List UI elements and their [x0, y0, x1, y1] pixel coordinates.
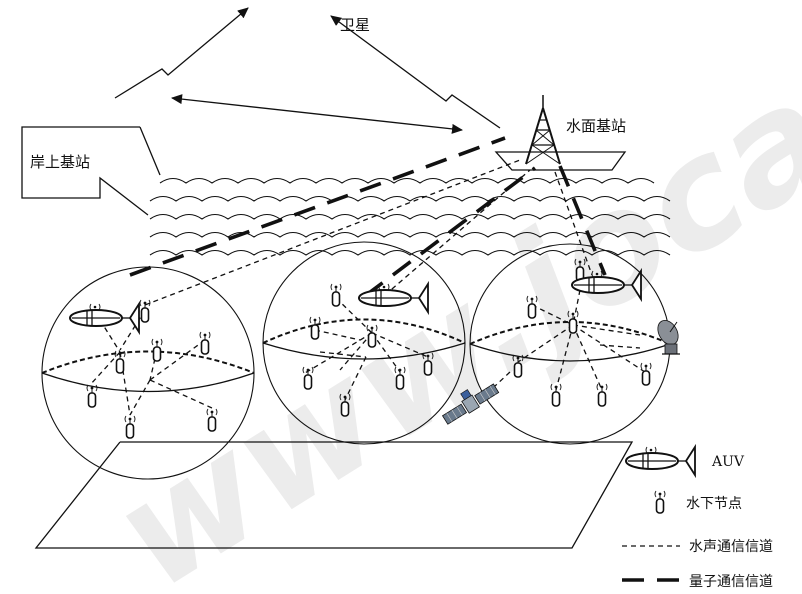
underwater-node-icon — [87, 385, 97, 407]
surface-base-station-label: 水面基站 — [566, 117, 626, 135]
legend-node-label: 水下节点 — [686, 496, 742, 512]
underwater-node-icon — [125, 416, 135, 438]
shore-base-station-label: 岸上基站 — [30, 153, 90, 171]
legend-quantum-label: 量子通信信道 — [689, 574, 773, 590]
auv-icon — [70, 304, 139, 332]
auv-icon — [626, 447, 695, 475]
tower-icon — [526, 95, 560, 164]
legend: AUV 水下节点 水声通信信道 量子通信信道 — [622, 447, 773, 590]
underwater-node-icon — [597, 384, 607, 406]
legend-acoustic-label: 水声通信信道 — [689, 539, 773, 555]
underwater-node-icon — [641, 363, 651, 385]
underwater-node-icon — [115, 351, 125, 373]
underwater-node-icon — [200, 332, 210, 354]
legend-auv-label: AUV — [711, 454, 745, 470]
underwater-node-icon — [331, 284, 341, 306]
sky-links — [115, 8, 500, 130]
shore-callout — [22, 127, 160, 215]
underwater-node-icon — [655, 491, 665, 513]
underwater-node-icon — [152, 339, 162, 361]
underwater-node-icon — [310, 317, 320, 339]
satellite-label: 卫星 — [340, 16, 370, 34]
